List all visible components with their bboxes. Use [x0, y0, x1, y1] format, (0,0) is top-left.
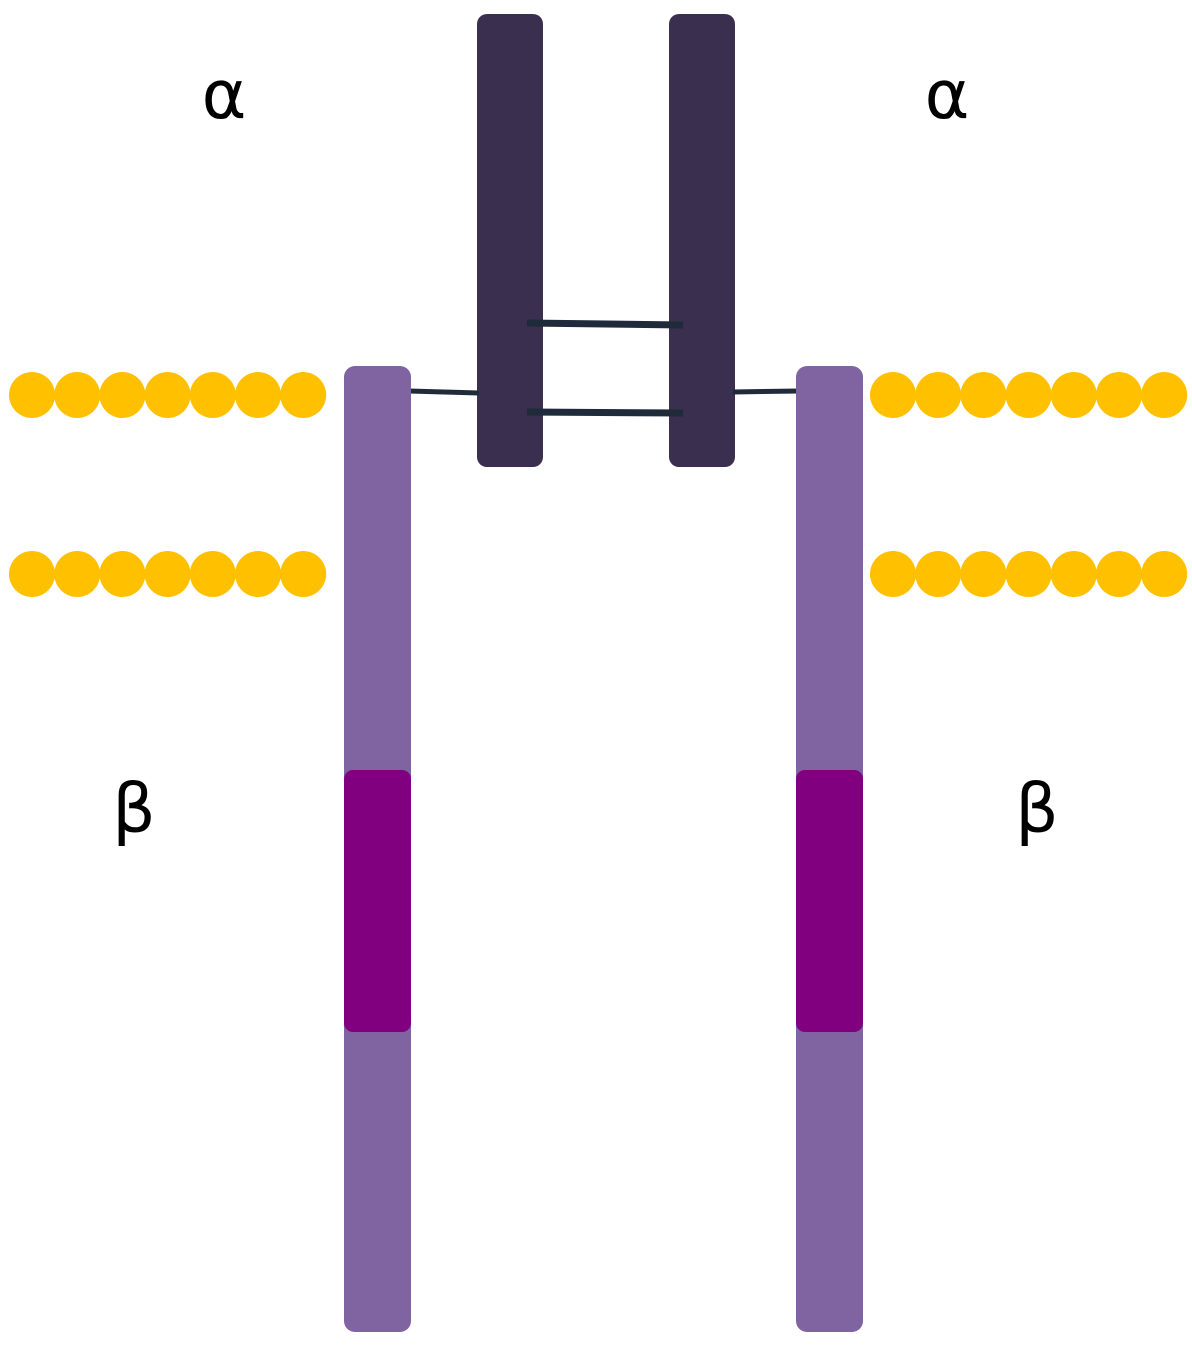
bead-right-row1-5 [1050, 372, 1097, 418]
beta-segment-left [344, 770, 411, 1032]
bead-left-row2-6 [235, 551, 281, 597]
alpha-chain-left [477, 14, 543, 467]
bead-left-row1-4 [144, 372, 191, 418]
bead-left-row2-7 [280, 551, 327, 597]
bead-right-row2-3 [960, 551, 1007, 597]
beta-label-left: β [112, 770, 155, 849]
bead-right-row1-7 [1141, 372, 1188, 418]
bead-left-row2-4 [144, 551, 191, 597]
bead-left-row2-2 [54, 551, 101, 597]
bead-left-row1-7 [280, 372, 327, 418]
bead-left-row1-2 [54, 372, 101, 418]
bead-right-row1-1 [870, 372, 916, 418]
alpha-label-right: α [925, 56, 970, 135]
bead-left-row2-1 [9, 551, 55, 597]
beta-label-right: β [1015, 770, 1058, 849]
bead-right-row2-1 [870, 551, 916, 597]
alpha-chain-right [669, 14, 735, 467]
interchain-bond-upper [526, 319, 684, 329]
bead-left-row1-1 [9, 372, 55, 418]
bead-left-row2-3 [99, 551, 146, 597]
bead-right-row2-4 [1005, 551, 1052, 597]
alpha-beta-bond-left [408, 388, 480, 396]
bead-left-row1-6 [235, 372, 281, 418]
bead-right-row1-6 [1096, 372, 1142, 418]
bead-rows [9, 372, 1188, 597]
bead-right-row2-7 [1141, 551, 1188, 597]
bead-left-row1-3 [99, 372, 146, 418]
bead-left-row2-5 [189, 551, 236, 597]
bead-right-row1-2 [915, 372, 962, 418]
bead-right-row2-6 [1096, 551, 1142, 597]
bead-right-row2-5 [1050, 551, 1097, 597]
beta-segment-right [796, 770, 863, 1032]
bead-right-row1-3 [960, 372, 1007, 418]
bead-right-row2-2 [915, 551, 962, 597]
bead-left-row1-5 [189, 372, 236, 418]
alpha-beta-bond-right [732, 388, 800, 395]
alpha-label-left: α [202, 56, 247, 135]
interchain-bond-lower [526, 408, 684, 417]
bead-right-row1-4 [1005, 372, 1052, 418]
